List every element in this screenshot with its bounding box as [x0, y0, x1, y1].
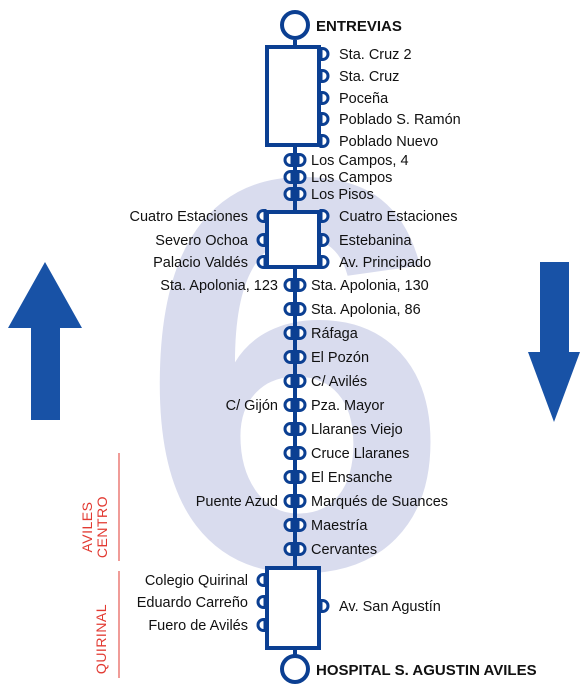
stop-marker [296, 446, 307, 460]
stop-name: Av. Principado [339, 255, 431, 271]
stop-name: Cuatro Estaciones [130, 209, 248, 225]
stop-marker [283, 350, 294, 364]
stop-marker [283, 153, 294, 167]
stops [256, 10, 330, 684]
stop-marker [283, 494, 294, 508]
stop-marker [283, 518, 294, 532]
stop-marker [283, 542, 294, 556]
stop-marker [256, 209, 267, 223]
stop-marker [256, 255, 267, 269]
terminal-name-bottom: HOSPITAL S. AGUSTIN AVILES [316, 662, 537, 679]
stop-name: Sta. Cruz [339, 69, 399, 85]
arrow-down-icon [528, 262, 580, 422]
stop-marker [319, 255, 330, 269]
stop-name: Severo Ochoa [155, 233, 249, 249]
stop-marker [296, 494, 307, 508]
stop-marker [319, 69, 330, 83]
stop-name: Llaranes Viejo [311, 422, 403, 438]
stop-name: Sta. Cruz 2 [339, 47, 412, 63]
stop-name: Los Campos, 4 [311, 153, 409, 169]
stop-name: Sta. Apolonia, 123 [160, 278, 278, 294]
stop-labels: ENTREVIAS HOSPITAL S. AGUSTIN AVILES Sta. … [130, 18, 537, 679]
stop-name: Poblado S. Ramón [339, 112, 461, 128]
stop-marker [296, 374, 307, 388]
stop-marker [319, 233, 330, 247]
stop-marker [319, 209, 330, 223]
stop-marker [283, 398, 294, 412]
stop-marker [283, 278, 294, 292]
stop-marker [296, 278, 307, 292]
stop-marker [296, 350, 307, 364]
stop-marker [296, 170, 307, 184]
stop-marker [319, 47, 330, 61]
stop-name: Los Campos [311, 170, 392, 186]
direction-arrows [8, 262, 580, 422]
stop-marker [283, 187, 294, 201]
zone-label-centro: AVILESCENTRO [79, 496, 110, 558]
stop-marker [283, 470, 294, 484]
stop-marker [319, 134, 330, 148]
zone-label-quirinal: QUIRINAL [93, 604, 109, 674]
branch-loop-bottom [265, 566, 321, 650]
stop-marker [256, 573, 267, 587]
stop-marker [296, 422, 307, 436]
stop-name: C/ Avilés [311, 374, 367, 390]
stop-marker [296, 470, 307, 484]
stop-marker [296, 542, 307, 556]
stop-marker [283, 326, 294, 340]
stop-name: Poceña [339, 91, 389, 107]
stop-marker [283, 302, 294, 316]
stop-marker [283, 374, 294, 388]
stop-name: Sta. Apolonia, 130 [311, 278, 429, 294]
stop-marker [256, 618, 267, 632]
zone-label-line: CENTRO [94, 496, 110, 558]
stop-marker [283, 422, 294, 436]
zone-label-line: AVILES [79, 502, 95, 553]
stop-name: Cervantes [311, 542, 377, 558]
stop-marker [283, 170, 294, 184]
stop-name: Colegio Quirinal [145, 573, 248, 589]
zone-labels: AVILESCENTRO QUIRINAL [79, 453, 120, 678]
stop-marker [283, 446, 294, 460]
terminal-name-top: ENTREVIAS [316, 18, 402, 35]
stop-marker [296, 398, 307, 412]
stop-name: Eduardo Carreño [137, 595, 248, 611]
stop-marker [296, 326, 307, 340]
stop-marker [296, 153, 307, 167]
branch-loop-top [265, 45, 321, 147]
stop-name: El Pozón [311, 350, 369, 366]
stop-name: Maestría [311, 518, 368, 534]
stop-name: Cruce Llaranes [311, 446, 409, 462]
stop-name: Poblado Nuevo [339, 134, 438, 150]
stop-name: Pza. Mayor [311, 398, 384, 414]
stop-marker [319, 91, 330, 105]
stop-marker [319, 599, 330, 613]
terminal-marker [280, 10, 310, 40]
stop-name: Marqués de Suances [311, 494, 448, 510]
stop-name: C/ Gijón [226, 398, 278, 414]
stop-name: Sta. Apolonia, 86 [311, 302, 421, 318]
stop-marker [296, 518, 307, 532]
stop-marker [256, 595, 267, 609]
arrow-up-icon [8, 262, 82, 420]
terminal-marker [280, 654, 310, 684]
stop-name: Cuatro Estaciones [339, 209, 457, 225]
route-lines [265, 40, 321, 658]
branch-loop-middle [265, 210, 321, 269]
stop-marker [256, 233, 267, 247]
stop-name: Puente Azud [196, 494, 278, 510]
stop-marker [296, 187, 307, 201]
stop-name: Los Pisos [311, 187, 374, 203]
stop-name: Ráfaga [311, 326, 359, 342]
stop-name: Estebanina [339, 233, 412, 249]
stop-name: Fuero de Avilés [148, 618, 248, 634]
stop-name: El Ensanche [311, 470, 392, 486]
stop-marker [296, 302, 307, 316]
stop-name: Palacio Valdés [153, 255, 248, 271]
stop-name: Av. San Agustín [339, 599, 441, 615]
stop-marker [319, 112, 330, 126]
